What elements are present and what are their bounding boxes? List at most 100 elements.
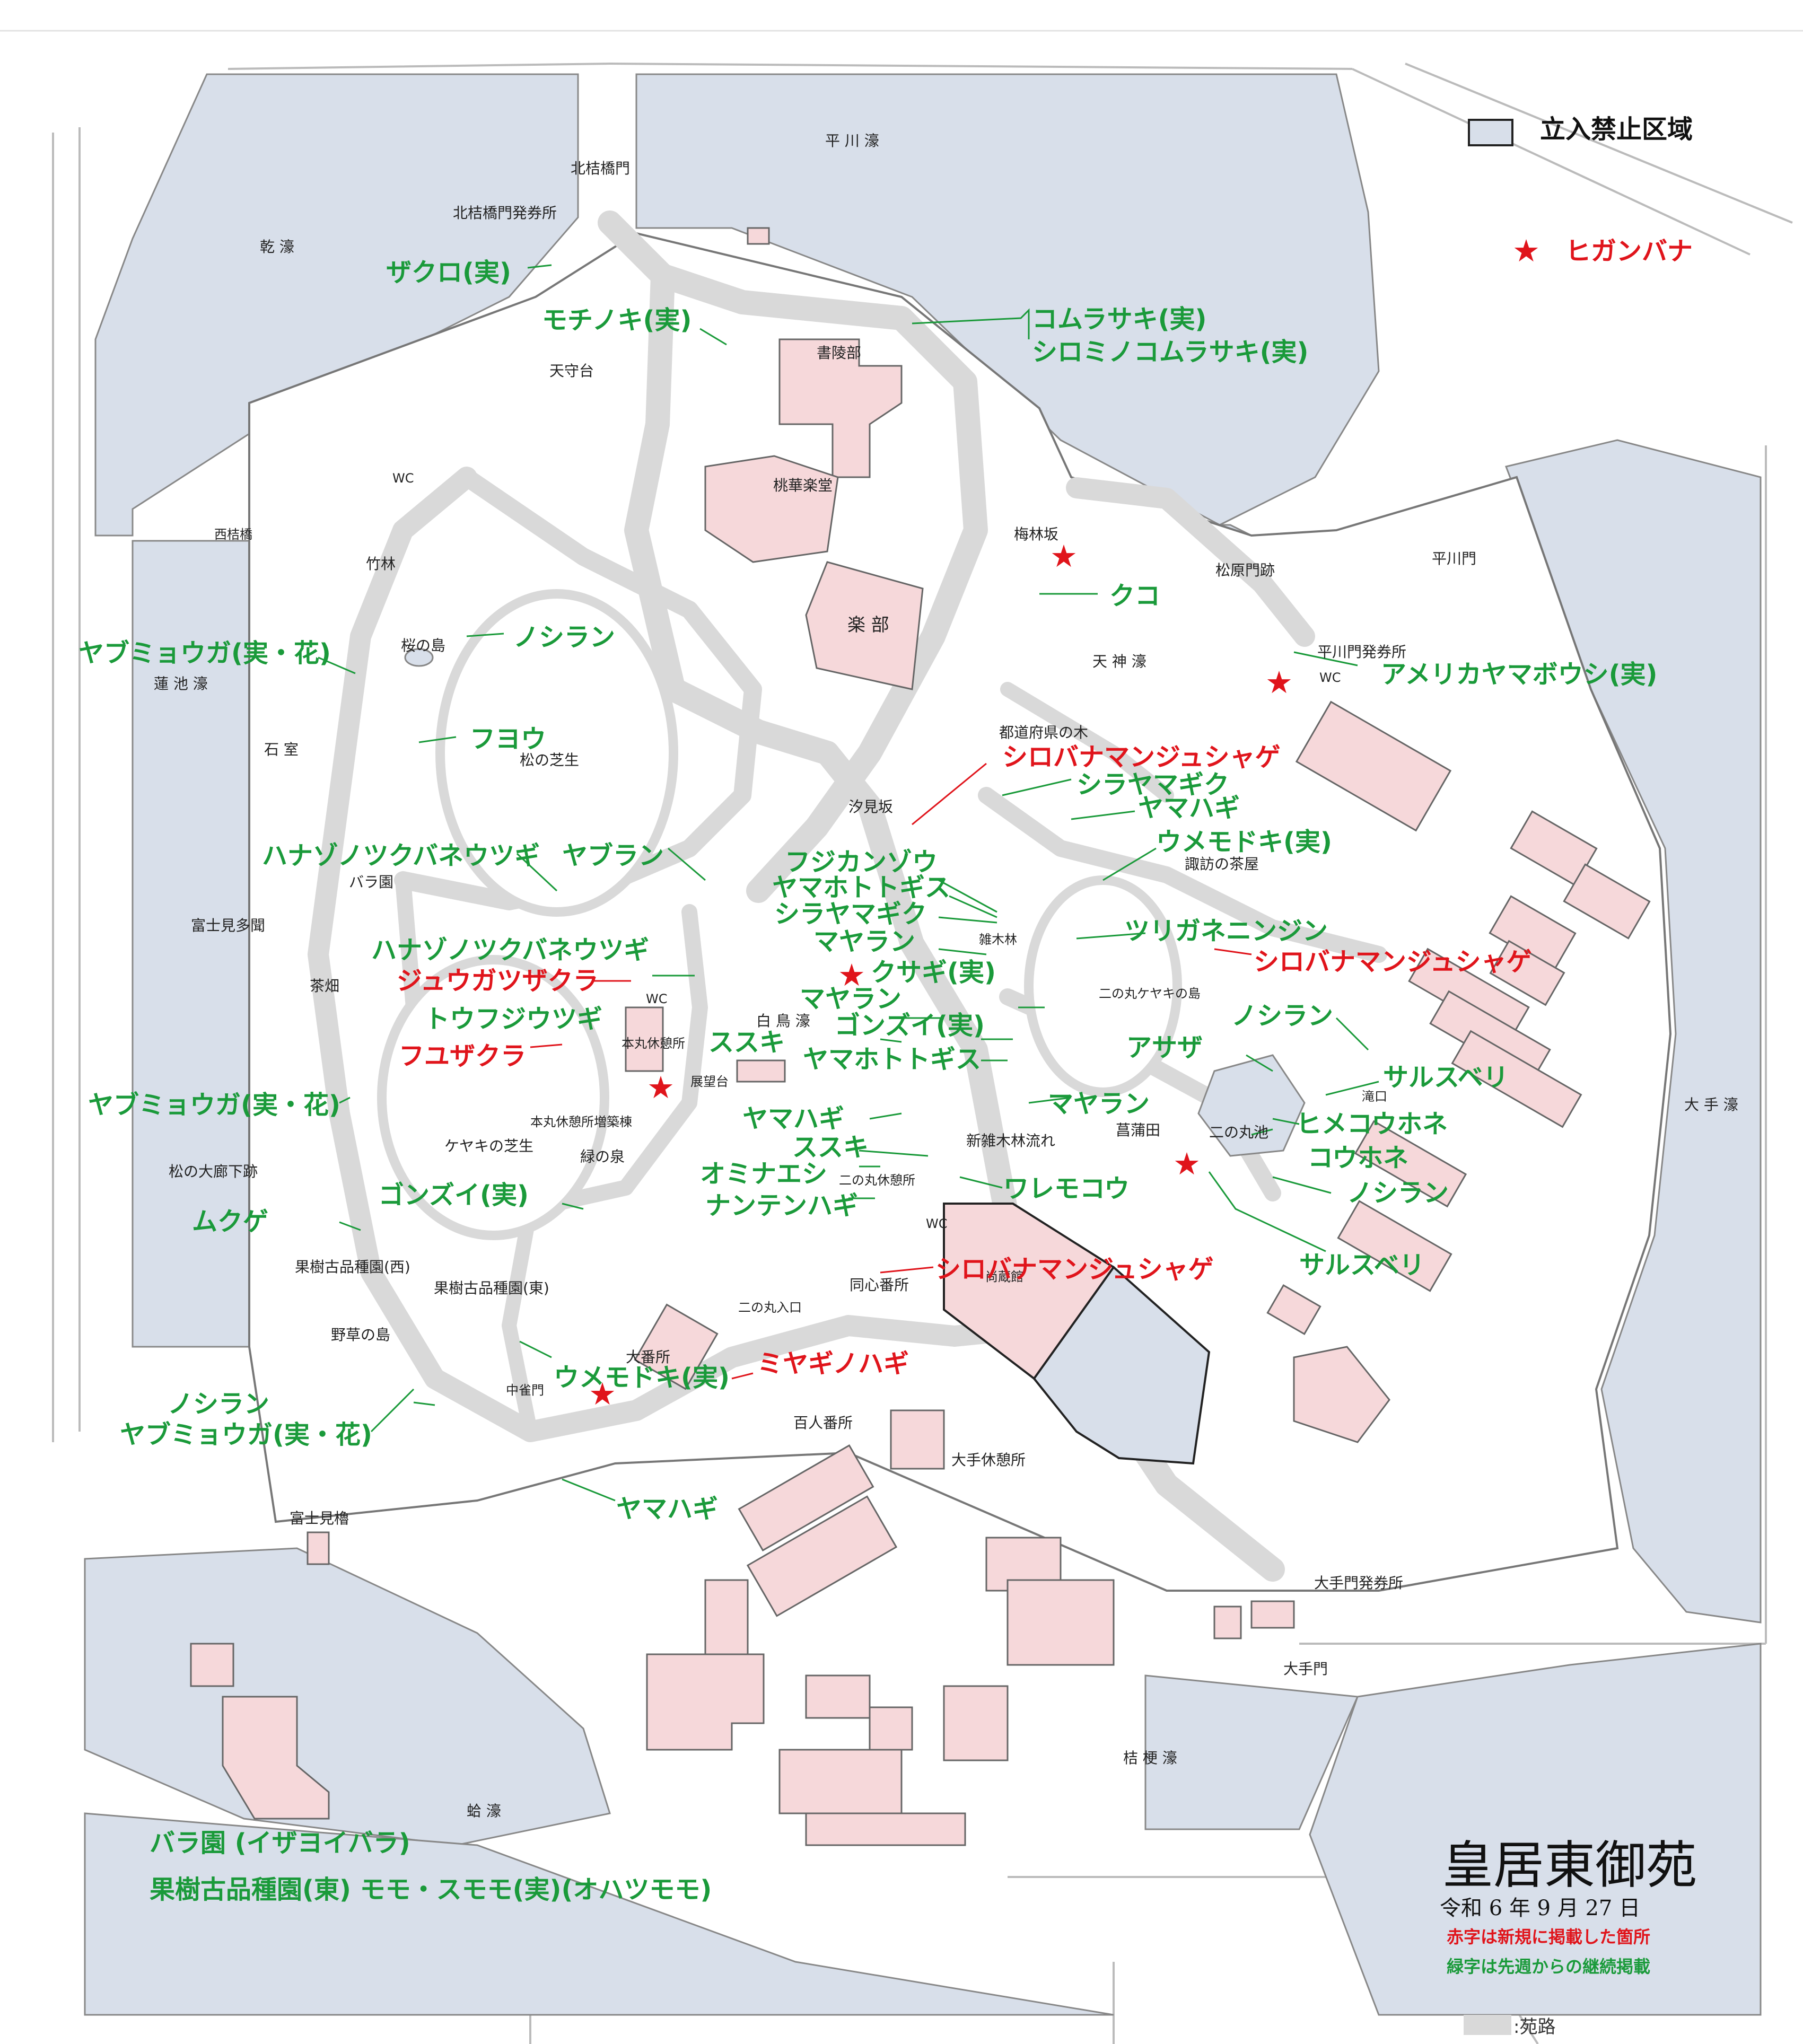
- plant-yabumyouga-3: ヤブミョウガ(実・花): [120, 1420, 372, 1450]
- plant-mukuge: ムクゲ: [192, 1207, 269, 1236]
- place-kaju-east: 果樹古品種園(東): [434, 1279, 549, 1297]
- place-hyakuninbansho: 百人番所: [793, 1414, 853, 1432]
- plant-tsuriganeninjin: ツリガネニンジン: [1124, 916, 1328, 946]
- place-yasou-shima: 野草の島: [331, 1326, 391, 1344]
- plant-mayaran-1: マヤラン: [813, 927, 916, 957]
- date-label: 令和 6 年 9 月 27 日: [1440, 1896, 1641, 1920]
- place-sakuranoshima: 桜の島: [401, 637, 446, 654]
- page-title: 皇居東御苑: [1442, 1836, 1697, 1895]
- restricted-legend-label: 立入禁止区域: [1540, 115, 1693, 144]
- plant-mayaran-3: マヤラン: [1048, 1089, 1150, 1119]
- plant-fujikanzou: フジカンゾウ: [785, 847, 938, 877]
- plant-tofujiutsugi: トウフジウツギ: [424, 1004, 603, 1034]
- place-shin-zoki: 新雑木林流れ: [966, 1132, 1056, 1150]
- place-shiomizaka: 汐見坂: [848, 798, 894, 815]
- place-wc-3: WC: [1319, 670, 1341, 685]
- place-kitahanebashi-mon: 北桔橋門: [571, 160, 631, 177]
- moats: [84, 73, 1762, 2016]
- place-tenshudai: 天守台: [549, 362, 594, 380]
- plant-miyaginohagi: ミヤギノハギ: [757, 1349, 909, 1379]
- place-chabatake: 茶畑: [310, 977, 340, 995]
- place-gakubu: 楽 部: [847, 615, 889, 636]
- place-kikyo-bori: 桔 梗 濠: [1123, 1749, 1177, 1767]
- place-kaju-west: 果樹古品種園(西): [295, 1258, 410, 1276]
- plant-sarusuberi-2: サルスベリ: [1299, 1250, 1425, 1280]
- place-baraen: バラ園: [349, 873, 394, 891]
- plant-shirayamagiku-1: シラヤマギク: [1076, 770, 1230, 800]
- plant-fuyuzakura: フユザクラ: [399, 1041, 527, 1071]
- place-inui-bori: 乾 濠: [260, 238, 294, 256]
- place-matsu-oroka: 松の大廊下跡: [169, 1163, 258, 1180]
- place-tenjin-bori: 天 神 濠: [1092, 653, 1146, 670]
- place-bairinzaka: 梅林坂: [1014, 525, 1059, 543]
- place-honmaru-rest-annex: 本丸休憩所増築棟: [530, 1115, 632, 1129]
- plant-baraen-izayoi: バラ園 (イザヨイバラ): [150, 1828, 410, 1858]
- plant-ominaeshi: オミナエシ: [700, 1159, 828, 1189]
- plant-susuki-1: ススキ: [708, 1028, 785, 1057]
- place-takiguchi: 滝口: [1362, 1089, 1387, 1104]
- place-wc-2: WC: [646, 992, 668, 1006]
- plant-yamahototogisu-1: ヤマホトトギス: [772, 873, 951, 902]
- place-hirakawa-mon: 平川門: [1432, 550, 1477, 567]
- plant-gonzui-1: ゴンズイ(実): [835, 1011, 985, 1040]
- hamaguri-moat: [84, 1547, 611, 1846]
- plant-yamahagi-1: ヤマハギ: [1138, 793, 1240, 823]
- plant-kaju-momo: 果樹古品種園(東) モモ・スモモ(実)(オハツモモ): [150, 1875, 712, 1905]
- bottom-right-moat: [1309, 1643, 1762, 2016]
- place-hakucho-bori: 白 鳥 濠: [756, 1012, 810, 1030]
- plant-yabumyouga-2: ヤブミョウガ(実・花): [88, 1090, 340, 1120]
- place-wc-1: WC: [392, 471, 414, 486]
- plant-shirobana-3: シロバナマンジュシャゲ: [935, 1255, 1214, 1284]
- plant-susuki-2: ススキ: [792, 1133, 869, 1162]
- plant-noshiran-2: ノシラン: [1231, 1001, 1334, 1031]
- plant-noshiran-1: ノシラン: [513, 622, 616, 652]
- place-nishihanebashi: 西桔橋: [214, 527, 252, 542]
- bottom-moat: [84, 1812, 1114, 2016]
- restricted-legend-swatch: [1468, 119, 1513, 146]
- shoryobu-building: [778, 338, 903, 478]
- small-pond: [404, 648, 434, 667]
- inui-moat: [94, 73, 579, 537]
- higanbana-star-icon: ★: [838, 957, 865, 993]
- place-tokagakudo: 桃華楽堂: [773, 477, 833, 494]
- plant-fuyou: フヨウ: [470, 724, 547, 754]
- leader-lines-new: [530, 762, 1252, 1380]
- place-hasuike-bori: 蓮 池 濠: [154, 675, 208, 692]
- plant-hanazono-2: ハナゾノツクバネウツギ: [371, 935, 650, 965]
- plant-kouhone: コウホネ: [1308, 1143, 1409, 1173]
- plant-nantenhagi: ナンテンハギ: [705, 1191, 859, 1221]
- gakubu-building: [805, 561, 924, 690]
- higanbana-star-icon: ★: [589, 1376, 616, 1412]
- plant-kusagi: クサギ(実): [871, 958, 996, 987]
- kikyo-moat: [1144, 1674, 1359, 1830]
- place-ninomaru-rest: 二の丸休憩所: [839, 1173, 915, 1188]
- place-ote-rest: 大手休憩所: [951, 1451, 1026, 1469]
- plant-kuko: クコ: [1109, 581, 1161, 611]
- note-green: 緑字は先週からの継続掲載: [1447, 1957, 1651, 1977]
- plant-himekouhone: ヒメコウホネ: [1296, 1109, 1448, 1139]
- plant-gonzui-2: ゴンズイ(実): [379, 1180, 529, 1210]
- plant-asaza: アサザ: [1126, 1033, 1203, 1063]
- place-todofuken: 都道府県の木: [999, 724, 1089, 741]
- place-obansho: 大番所: [626, 1348, 671, 1366]
- place-ishimuro: 石 室: [264, 741, 299, 758]
- place-zokibayashi: 雑木林: [979, 932, 1017, 947]
- place-keyaki-shibafu: ケヤキの芝生: [444, 1137, 534, 1155]
- place-otemon: 大手門: [1283, 1660, 1328, 1678]
- plant-yaburan: ヤブラン: [562, 841, 664, 871]
- plant-komurasaki: コムラサキ(実): [1032, 304, 1207, 334]
- plant-sarusuberi-1: サルスベリ: [1383, 1063, 1509, 1092]
- plant-jugatsuzakura: ジュウガツザクラ: [397, 966, 599, 996]
- place-doshinbansho: 同心番所: [850, 1276, 909, 1294]
- leader-lines: [318, 264, 1379, 1502]
- path-legend-label: :苑路: [1513, 2016, 1556, 2038]
- restricted-area: [1032, 1266, 1211, 1465]
- plant-shiromi-komurasaki: シロミノコムラサキ(実): [1032, 337, 1309, 367]
- plant-zakuro: ザクロ(実): [386, 258, 511, 287]
- place-ote-bori: 大 手 濠: [1684, 1096, 1738, 1113]
- path-swatch: [1464, 2015, 1511, 2035]
- plant-hanazono-1: ハナゾノツクバネウツギ: [262, 841, 540, 871]
- plant-yamahototogisu-2: ヤマホトトギス: [803, 1045, 982, 1074]
- plant-umemodoki-1: ウメモドキ(実): [1156, 827, 1332, 857]
